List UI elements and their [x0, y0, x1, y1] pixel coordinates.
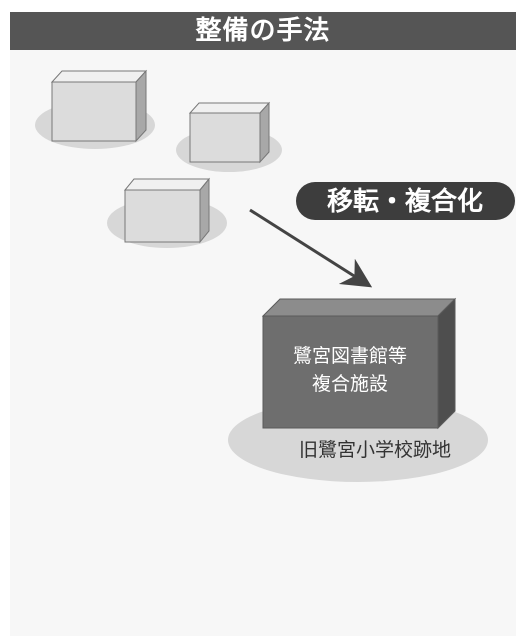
box-front	[262, 315, 439, 429]
box-front	[124, 189, 201, 243]
box-front	[51, 81, 137, 142]
new-facility: 鷺宮図書館等 複合施設 旧鷺宮小学校跡地	[228, 297, 488, 482]
box-top	[261, 298, 457, 317]
box-top	[123, 178, 211, 191]
diagram-canvas: 移転・複合化 鷺宮図書館等 複合施設 旧鷺宮小学校跡地	[35, 69, 515, 482]
box-side	[135, 69, 147, 143]
box-side	[199, 177, 210, 244]
pill-text: 移転・複合化	[327, 186, 483, 216]
diagram-frame: 整備の手法	[10, 12, 516, 636]
page-title: 整備の手法	[10, 12, 516, 50]
site-label: 旧鷺宮小学校跡地	[299, 439, 451, 461]
box-top	[188, 102, 271, 114]
box-top	[50, 70, 148, 83]
existing-facility-2	[176, 101, 282, 172]
pill-background	[296, 182, 515, 220]
relocation-arrow	[249, 208, 373, 288]
existing-facility-3	[107, 177, 227, 248]
facility-name-line2: 複合施設	[312, 373, 388, 395]
box-side	[437, 297, 456, 430]
existing-facility-1	[35, 69, 155, 149]
facility-name-line1: 鷺宮図書館等	[293, 345, 407, 367]
relocation-label: 移転・複合化	[296, 182, 515, 220]
box-front	[189, 112, 261, 163]
box-side	[259, 101, 270, 164]
